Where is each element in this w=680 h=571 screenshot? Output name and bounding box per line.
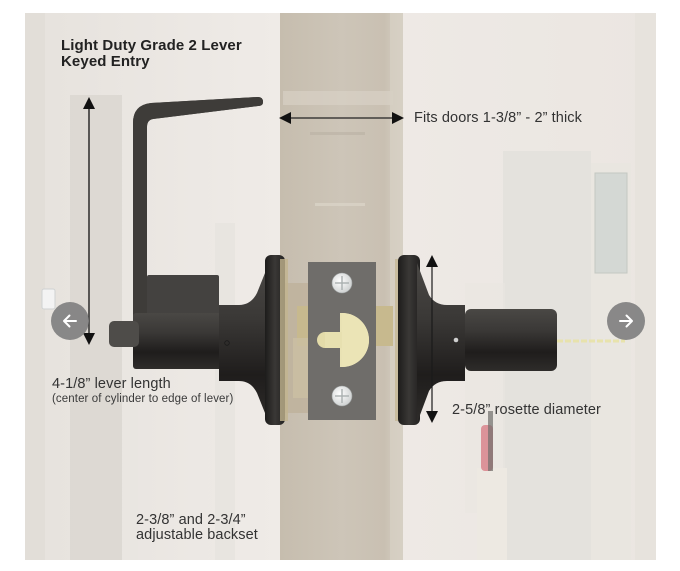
backset-label-line2: adjustable backset bbox=[136, 527, 258, 543]
rosette-diameter-label: 2-5/8” rosette diameter bbox=[452, 402, 601, 418]
product-title-line2: Keyed Entry bbox=[61, 53, 150, 70]
product-title: Light Duty Grade 2 Lever Keyed Entry bbox=[61, 38, 242, 70]
product-image: Light Duty Grade 2 Lever Keyed Entry Fit… bbox=[25, 13, 656, 560]
door-thickness-label: Fits doors 1-3/8” - 2” thick bbox=[414, 110, 582, 126]
lever-length-label: 4-1/8” lever length bbox=[52, 376, 171, 392]
backset-label-line1: 2-3/8” and 2-3/4” bbox=[136, 512, 246, 528]
lever-length-note: (center of cylinder to edge of lever) bbox=[52, 393, 234, 405]
previous-image-button[interactable] bbox=[51, 302, 89, 340]
arrow-right-icon bbox=[619, 314, 633, 328]
product-title-line1: Light Duty Grade 2 Lever bbox=[61, 37, 242, 54]
next-image-button[interactable] bbox=[607, 302, 645, 340]
lockset-illustration bbox=[25, 13, 656, 560]
arrow-left-icon bbox=[63, 314, 77, 328]
backset-label: 2-3/8” and 2-3/4” adjustable backset bbox=[136, 513, 258, 543]
